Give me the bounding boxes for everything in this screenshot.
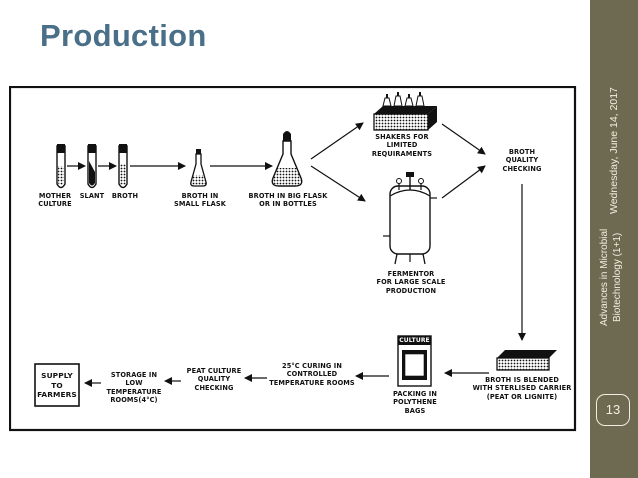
- course-name: Advances in Microbial Biotechnology (1+1…: [599, 228, 623, 326]
- slide-date: Wednesday, June 14, 2017: [608, 87, 620, 214]
- label-fermentor: FERMENTOR FOR LARGE SCALE PRODUCTION: [376, 270, 446, 295]
- shaker-icon: [373, 92, 437, 131]
- culture-bag-icon: [397, 335, 432, 387]
- label-peat-quality: PEAT CULTURE QUALITY CHECKING: [186, 367, 242, 392]
- broth-tube-icon: [118, 144, 128, 189]
- label-storage: STORAGE IN LOW TEMPERATURE ROOMS(4°C): [106, 371, 162, 405]
- label-supply: SUPPLY TO FARMERS: [37, 371, 77, 400]
- production-flow-diagram: MOTHER CULTURE SLANT BROTH BROTH IN SMAL…: [9, 86, 577, 432]
- page-number-badge: 13: [596, 394, 630, 426]
- carrier-tray-icon: [496, 350, 557, 371]
- label-broth-big-flask: BROTH IN BIG FLASK OR IN BOTTLES: [248, 192, 328, 209]
- label-culture-bag: CULTURE: [399, 337, 430, 344]
- small-flask-icon: [190, 149, 207, 187]
- label-shakers: SHAKERS FOR LIMITED REQUIRAMENTS: [371, 133, 433, 158]
- label-packing: PACKING IN POLYTHENE BAGS: [393, 390, 437, 415]
- slide-title: Production: [40, 18, 207, 53]
- supply-box: [34, 363, 80, 407]
- label-slant: SLANT: [79, 192, 105, 200]
- label-broth-quality: BROTH QUALITY CHECKING: [502, 148, 542, 173]
- slant-tube-icon: [87, 144, 97, 189]
- fermentor-icon: [383, 172, 437, 265]
- diagram-frame: [9, 86, 577, 432]
- label-mother-culture: MOTHER CULTURE: [38, 192, 72, 209]
- big-flask-icon: [271, 131, 303, 187]
- label-curing: 25°C CURING IN CONTROLLED TEMPERATURE RO…: [269, 362, 355, 387]
- label-broth-small-flask: BROTH IN SMALL FLASK: [174, 192, 226, 209]
- mother-culture-tube-icon: [56, 144, 66, 189]
- label-broth: BROTH: [111, 192, 139, 200]
- diagram-drawing: [9, 86, 577, 432]
- label-broth-blended: BROTH IS BLENDED WITH STERLISED CARRIER …: [472, 376, 572, 401]
